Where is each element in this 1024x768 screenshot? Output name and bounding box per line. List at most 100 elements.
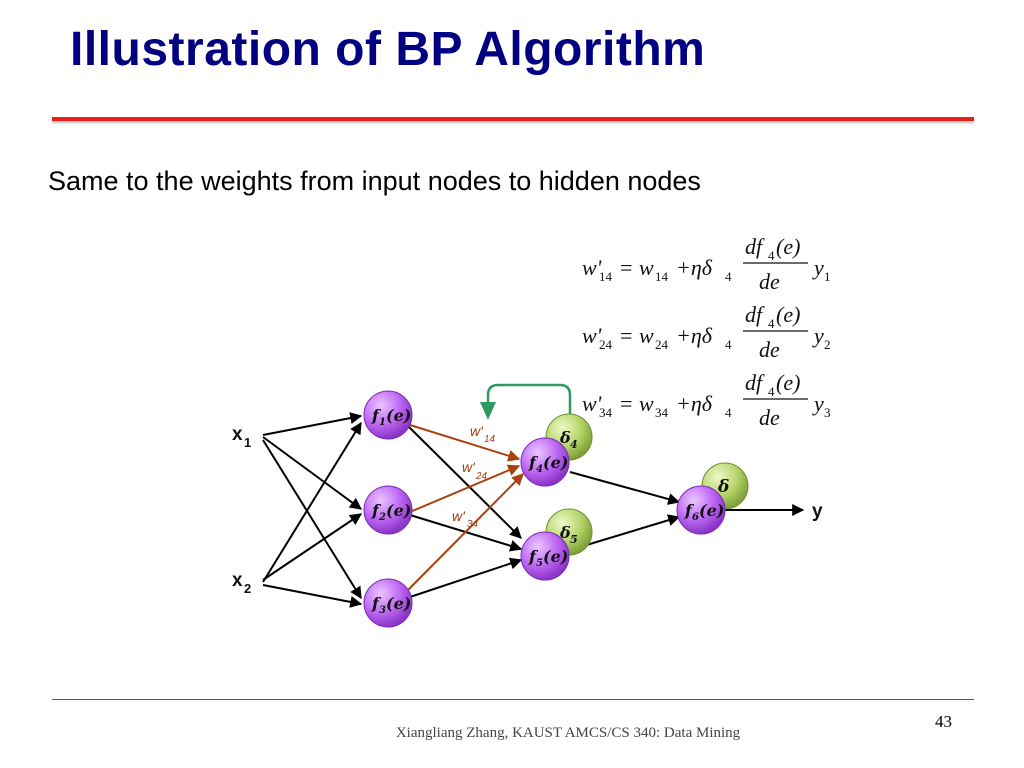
svg-text:(e): (e) [543, 453, 568, 472]
eq-eta-delta: +ηδ [676, 323, 713, 348]
svg-text:4: 4 [536, 464, 543, 475]
neuron-f2: f 2 (e) [363, 485, 413, 535]
input-x2-label: x 2 [232, 570, 251, 596]
eq-numerator-index: 4 [768, 384, 775, 399]
svg-text:4: 4 [570, 438, 578, 451]
svg-text:w': w' [470, 423, 484, 439]
svg-text:1: 1 [379, 417, 386, 428]
eq-equals: = [620, 391, 632, 416]
edge-f3-f4 [407, 473, 524, 591]
eq-numerator-arg: (e) [776, 370, 800, 395]
equation-2: w' 24 = w 24 +ηδ 4 df 4 (e) de y 2 [582, 302, 831, 362]
eq-delta-index: 4 [725, 269, 732, 284]
eq-y: y [812, 255, 824, 280]
eq-numerator-index: 4 [768, 248, 775, 263]
eq-rhs-weight: w [639, 323, 654, 348]
eq-lhs-weight: w' [582, 323, 602, 348]
edge-x2-f1 [262, 421, 362, 583]
eq-y-index: 2 [824, 337, 831, 352]
eq-equals: = [620, 323, 632, 348]
neuron-f4: f 4 (e) [520, 437, 570, 487]
svg-text:1: 1 [244, 435, 251, 450]
svg-text:f: f [371, 501, 382, 520]
svg-text:δ: δ [559, 523, 571, 542]
edge-f1-f5 [407, 425, 522, 539]
eq-denominator: de [759, 269, 780, 294]
svg-text:34: 34 [467, 519, 479, 530]
svg-text:(e): (e) [699, 501, 724, 520]
eq-numerator: df [745, 302, 765, 327]
title-underline [52, 117, 974, 121]
svg-text:f: f [371, 594, 382, 613]
svg-text:δ: δ [717, 477, 729, 497]
edge-f3-f5 [409, 557, 523, 598]
input-x1-label: x 1 [232, 424, 251, 450]
edge-x1-f1 [262, 412, 363, 436]
footer-divider [52, 699, 974, 700]
eq-numerator-arg: (e) [776, 302, 800, 327]
eq-denominator: de [759, 337, 780, 362]
svg-text:(e): (e) [386, 594, 411, 613]
svg-text:5: 5 [536, 558, 543, 569]
eq-numerator-arg: (e) [776, 234, 800, 259]
svg-text:24: 24 [475, 471, 488, 482]
weight-label-14: w' 14 [470, 423, 496, 445]
svg-text:w': w' [462, 459, 476, 475]
eq-rhs-index: 34 [655, 405, 669, 420]
eq-equals: = [620, 255, 632, 280]
slide-title: Illustration of BP Algorithm [70, 23, 706, 76]
svg-text:(e): (e) [386, 501, 411, 520]
svg-text:14: 14 [484, 434, 496, 445]
equation-1: w' 14 = w 14 +ηδ 4 df 4 (e) de y 1 [582, 234, 831, 294]
neuron-f1: f 1 (e) [363, 390, 413, 440]
weight-label-34: w' 34 [452, 508, 479, 530]
output-y-label: y [812, 501, 823, 522]
svg-text:f: f [371, 406, 382, 425]
svg-text:(e): (e) [386, 406, 411, 425]
svg-text:x: x [232, 570, 243, 591]
feedback-arrow [481, 383, 572, 418]
svg-text:6: 6 [692, 512, 699, 523]
svg-text:2: 2 [244, 581, 251, 596]
svg-text:δ: δ [559, 428, 571, 447]
edge-x2-f3 [262, 584, 363, 608]
eq-rhs-weight: w [639, 255, 654, 280]
eq-delta-index: 4 [725, 337, 732, 352]
svg-text:f: f [528, 547, 539, 566]
weight-label-24: w' 24 [462, 459, 488, 482]
eq-y-index: 3 [824, 405, 831, 420]
svg-text:x: x [232, 424, 243, 445]
edge-f2-f4 [409, 464, 521, 513]
eq-denominator: de [759, 405, 780, 430]
svg-text:5: 5 [570, 533, 578, 546]
footer-text: Xiangliang Zhang, KAUST AMCS/CS 340: Dat… [395, 725, 741, 741]
eq-y: y [812, 391, 824, 416]
edge-x1-f2 [262, 436, 362, 510]
svg-text:w': w' [452, 508, 466, 524]
eq-y: y [812, 323, 824, 348]
edge-f1-f4 [409, 424, 521, 462]
neuron-f5: f 5 (e) [520, 531, 570, 581]
eq-lhs-weight: w' [582, 255, 602, 280]
eq-delta-index: 4 [725, 405, 732, 420]
eq-numerator: df [745, 234, 765, 259]
slide-subtitle: Same to the weights from input nodes to … [48, 166, 701, 196]
eq-y-index: 1 [824, 269, 831, 284]
eq-eta-delta: +ηδ [676, 391, 713, 416]
svg-text:f: f [684, 501, 695, 520]
equation-3: w' 34 = w 34 +ηδ 4 df 4 (e) de y 3 [582, 370, 831, 430]
eq-lhs-weight: w' [582, 391, 602, 416]
neuron-f3: f 3 (e) [363, 578, 413, 628]
edge-x2-f2 [262, 513, 362, 581]
eq-eta-delta: +ηδ [676, 255, 713, 280]
edge-f4-f6 [569, 471, 681, 505]
svg-text:2: 2 [378, 512, 386, 523]
eq-numerator-index: 4 [768, 316, 775, 331]
eq-rhs-index: 24 [655, 337, 669, 352]
connections-updated [407, 424, 524, 591]
page-number: 43 [935, 712, 952, 731]
svg-text:(e): (e) [543, 547, 568, 566]
eq-rhs-weight: w [639, 391, 654, 416]
eq-rhs-index: 14 [655, 269, 669, 284]
